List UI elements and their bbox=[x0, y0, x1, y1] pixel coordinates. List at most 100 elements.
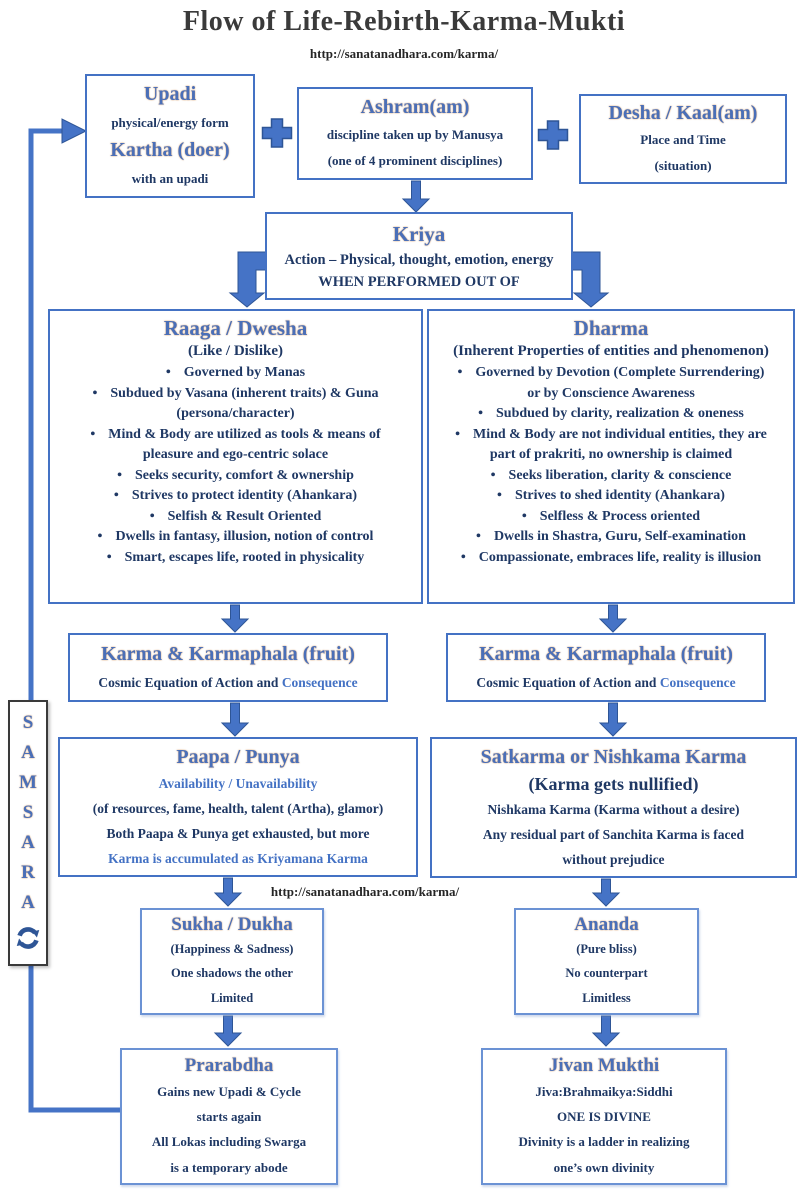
kriya-line: WHEN PERFORMED OUT OF bbox=[318, 274, 520, 290]
bullet-dot-icon bbox=[166, 365, 184, 380]
sukha-title: Sukha / Dukha bbox=[171, 913, 293, 935]
karma-right-title: Karma & Karmaphala (fruit) bbox=[479, 643, 733, 666]
paapa-line: Both Paapa & Punya get exhausted, but mo… bbox=[106, 826, 370, 841]
satkarma-subtitle: (Karma gets nullified) bbox=[528, 773, 699, 794]
bullet-item: Selfless & Process oriented bbox=[429, 507, 793, 528]
samsara-letter: M bbox=[19, 772, 37, 793]
bullet-dot-icon bbox=[491, 468, 509, 483]
jivan-line: Divinity is a ladder in realizing bbox=[518, 1134, 690, 1150]
ananda-box: Ananda (Pure bliss) No counterpart Limit… bbox=[514, 908, 699, 1015]
desha-line: Place and Time bbox=[640, 132, 726, 147]
sukha-dukha-box: Sukha / Dukha (Happiness & Sadness) One … bbox=[140, 908, 324, 1015]
raaga-title: Raaga / Dwesha bbox=[163, 316, 308, 340]
bullet-dot-icon bbox=[117, 468, 135, 483]
dharma-title: Dharma bbox=[573, 316, 649, 340]
paapa-title: Paapa / Punya bbox=[176, 746, 300, 768]
kriya-title: Kriya bbox=[392, 222, 446, 246]
bullet-item: Subdued by Vasana (inherent traits) & Gu… bbox=[50, 384, 421, 405]
down-arrow-icon bbox=[598, 702, 628, 737]
bullet-dot-icon bbox=[107, 550, 125, 565]
ananda-line: (Pure bliss) bbox=[576, 941, 637, 956]
paapa-punya-box: Paapa / Punya Availability / Unavailabil… bbox=[58, 737, 418, 877]
karma-right-subtitle: Cosmic Equation of Action and Consequenc… bbox=[476, 674, 736, 690]
bullet-item: Seeks security, comfort & ownership bbox=[50, 466, 421, 487]
satkarma-box: Satkarma or Nishkama Karma (Karma gets n… bbox=[430, 737, 797, 878]
plus-icon bbox=[261, 118, 293, 148]
desha-title: Desha / Kaal(am) bbox=[608, 102, 758, 124]
bullet-item: Selfish & Result Oriented bbox=[50, 507, 421, 528]
bullet-dot-icon bbox=[461, 550, 479, 565]
raaga-bullet-list: Governed by Manas Subdued by Vasana (inh… bbox=[50, 363, 421, 568]
samsara-letter: S bbox=[22, 802, 34, 823]
bullet-dot-icon bbox=[92, 386, 110, 401]
down-arrow-icon bbox=[220, 702, 250, 737]
elbow-arrow-icon bbox=[571, 251, 610, 308]
raaga-dwesha-box: Raaga / Dwesha (Like / Dislike) Governed… bbox=[48, 309, 423, 604]
bullet-item-cont: pleasure and ego-centric solace bbox=[142, 447, 329, 462]
bullet-item: Governed by Manas bbox=[50, 363, 421, 384]
source-url-watermark: http://sanatanadhara.com/karma/ bbox=[270, 884, 460, 899]
sukha-line: (Happiness & Sadness) bbox=[170, 941, 294, 956]
ananda-line: Limitless bbox=[582, 991, 631, 1006]
sukha-line: One shadows the other bbox=[171, 966, 293, 981]
bullet-dot-icon bbox=[114, 488, 132, 503]
bullet-item: Mind & Body are not individual entities,… bbox=[429, 425, 793, 446]
down-arrow-icon bbox=[213, 1015, 243, 1047]
dharma-bullet-list: Governed by Devotion (Complete Surrender… bbox=[429, 363, 793, 568]
upadi-line: physical/energy form bbox=[111, 114, 229, 130]
down-arrow-icon bbox=[213, 877, 243, 907]
karma-karmaphala-right-box: Karma & Karmaphala (fruit) Cosmic Equati… bbox=[446, 633, 766, 702]
karma-karmaphala-left-box: Karma & Karmaphala (fruit) Cosmic Equati… bbox=[68, 633, 388, 702]
dharma-box: Dharma (Inherent Properties of entities … bbox=[427, 309, 795, 604]
prarabdha-line: is a temporary abode bbox=[170, 1159, 288, 1175]
bullet-dot-icon bbox=[476, 529, 494, 544]
satkarma-line: Any residual part of Sanchita Karma is f… bbox=[482, 827, 745, 843]
ashram-line: discipline taken up by Manusya bbox=[326, 126, 504, 142]
jivan-line: Jiva:Brahmaikya:Siddhi bbox=[535, 1083, 673, 1099]
cycle-arrows-icon bbox=[16, 927, 40, 949]
karma-left-title: Karma & Karmaphala (fruit) bbox=[101, 643, 355, 666]
prarabdha-box: Prarabdha Gains new Upadi & Cycle starts… bbox=[120, 1048, 338, 1185]
samsara-label-box: S A M S A R A bbox=[8, 700, 48, 966]
down-arrow-icon bbox=[598, 604, 628, 633]
down-arrow-icon bbox=[591, 878, 621, 907]
plus-icon bbox=[537, 120, 569, 150]
desha-kaal-box: Desha / Kaal(am) Place and Time (situati… bbox=[579, 94, 787, 184]
bullet-item-cont: (persona/character) bbox=[176, 406, 295, 421]
satkarma-line: Nishkama Karma (Karma without a desire) bbox=[487, 802, 740, 818]
samsara-letter: S bbox=[22, 712, 34, 733]
bullet-item-cont: part of prakriti, no ownership is claime… bbox=[489, 447, 733, 462]
samsara-letter: A bbox=[21, 832, 35, 853]
raaga-subtitle: (Like / Dislike) bbox=[187, 343, 283, 359]
jivan-line: ONE IS DIVINE bbox=[557, 1108, 651, 1124]
loop-line bbox=[28, 128, 120, 1113]
prarabdha-title: Prarabdha bbox=[184, 1055, 274, 1077]
bullet-dot-icon bbox=[90, 427, 108, 442]
samsara-letter: R bbox=[21, 862, 35, 883]
bullet-item: Smart, escapes life, rooted in physicali… bbox=[50, 548, 421, 569]
bullet-item: Seeks liberation, clarity & conscience bbox=[429, 466, 793, 487]
down-arrow-icon bbox=[220, 604, 250, 633]
bullet-item: Strives to protect identity (Ahankara) bbox=[50, 486, 421, 507]
ashram-line: (one of 4 prominent disciplines) bbox=[327, 153, 503, 169]
bullet-item: Dwells in Shastra, Guru, Self-examinatio… bbox=[429, 527, 793, 548]
satkarma-line: without prejudice bbox=[562, 852, 665, 868]
kriya-box: Kriya Action – Physical, thought, emotio… bbox=[265, 212, 573, 300]
dharma-subtitle: (Inherent Properties of entities and phe… bbox=[453, 343, 769, 359]
jivan-mukthi-box: Jivan Mukthi Jiva:Brahmaikya:Siddhi ONE … bbox=[481, 1048, 727, 1185]
elbow-arrow-icon bbox=[228, 251, 267, 308]
bullet-item-cont: or by Conscience Awareness bbox=[527, 385, 695, 401]
samsara-letter: A bbox=[21, 892, 35, 913]
bullet-item: Compassionate, embraces life, reality is… bbox=[429, 548, 793, 569]
jivan-line: one’s own divinity bbox=[553, 1159, 655, 1175]
kriya-line: Action – Physical, thought, emotion, ene… bbox=[284, 252, 554, 268]
prarabdha-line: Gains new Upadi & Cycle bbox=[157, 1083, 301, 1099]
down-arrow-icon bbox=[591, 1015, 621, 1047]
prarabdha-line: starts again bbox=[196, 1108, 262, 1124]
source-url-top: http://sanatanadhara.com/karma/ bbox=[309, 46, 499, 61]
bullet-dot-icon bbox=[150, 509, 168, 524]
jivan-title: Jivan Mukthi bbox=[548, 1055, 660, 1077]
ashram-title: Ashram(am) bbox=[360, 95, 470, 118]
